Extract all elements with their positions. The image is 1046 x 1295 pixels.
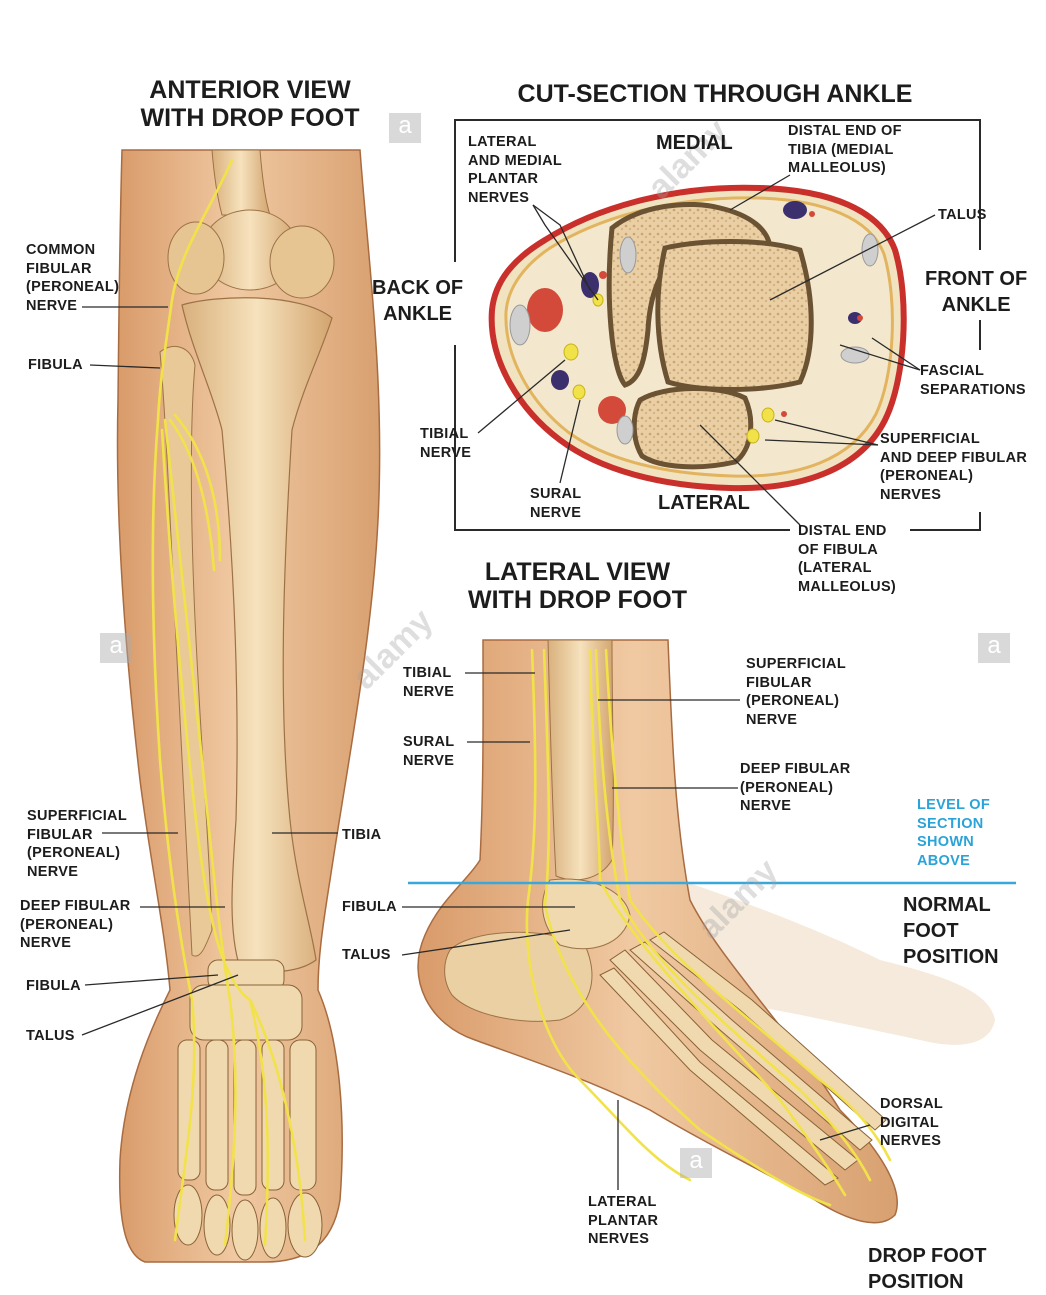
label-back-of-ankle: BACK OF ANKLE xyxy=(372,277,464,325)
label-sural-nerve-section: SURAL NERVE xyxy=(530,486,582,521)
label-fascial-separations: FASCIAL SEPARATIONS xyxy=(920,363,1026,398)
label-distal-tibia: DISTAL END OF TIBIA (MEDIAL MALLEOLUS) xyxy=(788,123,902,176)
anterior-nerves xyxy=(151,158,307,1247)
lateral-view-title: LATERAL VIEW WITH DROP FOOT xyxy=(468,558,687,614)
label-plantar-nerves: LATERAL AND MEDIAL PLANTAR NERVES xyxy=(468,134,563,206)
label-talus-section: TALUS xyxy=(938,207,987,223)
label-fibula-lower: FIBULA xyxy=(26,978,81,994)
label-common-fibular-nerve: COMMON FIBULAR (PERONEAL) NERVE xyxy=(26,242,120,314)
anterior-foot-bones xyxy=(173,959,323,1261)
label-distal-fibula: DISTAL END OF FIBULA (LATERAL MALLEOLUS) xyxy=(798,523,897,595)
leader-lines xyxy=(81,174,936,1190)
label-fibula-lateral: FIBULA xyxy=(342,899,397,915)
label-tibial-nerve-section: TIBIAL NERVE xyxy=(420,426,472,461)
lateral-nerves xyxy=(525,648,892,1207)
label-deep-fibular-nerve: DEEP FIBULAR (PERONEAL) NERVE xyxy=(20,898,131,951)
label-lateral: LATERAL xyxy=(658,492,750,514)
femoral-condyle-lateral xyxy=(167,221,225,295)
watermark-badge: a xyxy=(389,113,421,143)
section-talus xyxy=(655,239,814,392)
label-medial: MEDIAL xyxy=(656,132,733,154)
watermark-badge: a xyxy=(100,633,132,663)
section-nerves xyxy=(563,293,775,444)
label-normal-foot-position: NORMAL FOOT POSITION xyxy=(903,894,999,968)
label-lateral-plantar-nerves: LATERAL PLANTAR NERVES xyxy=(588,1194,659,1247)
label-sural-nerve-lateral: SURAL NERVE xyxy=(403,734,455,769)
section-vessels xyxy=(509,201,879,445)
label-superficial-deep-fibular-nerves: SUPERFICIAL AND DEEP FIBULAR (PERONEAL) … xyxy=(880,431,1028,503)
femoral-condyle-medial xyxy=(269,225,335,299)
label-tibia: TIBIA xyxy=(342,827,382,843)
label-fibula-upper: FIBULA xyxy=(28,357,83,373)
section-frame-bottom xyxy=(454,345,790,531)
lateral-tibia xyxy=(547,639,614,881)
label-dorsal-digital-nerves: DORSAL DIGITAL NERVES xyxy=(880,1096,944,1149)
cut-section xyxy=(454,119,981,531)
label-tibial-nerve-lateral: TIBIAL NERVE xyxy=(403,665,455,700)
watermark-badge: a xyxy=(978,633,1010,663)
label-deep-fibular-lateral: DEEP FIBULAR (PERONEAL) NERVE xyxy=(740,761,851,814)
section-fibula xyxy=(631,386,754,470)
cut-section-title: CUT-SECTION THROUGH ANKLE xyxy=(517,80,913,108)
label-talus-anterior: TALUS xyxy=(26,1028,75,1044)
section-frame-corner xyxy=(910,512,981,531)
label-front-of-ankle: FRONT OF ANKLE xyxy=(925,268,1028,316)
anterior-leg xyxy=(116,149,381,1263)
watermark-badge: a xyxy=(680,1148,712,1178)
lateral-calcaneus xyxy=(444,931,593,1022)
label-talus-lateral: TALUS xyxy=(342,947,391,963)
section-frame xyxy=(454,119,981,262)
tibia xyxy=(181,297,333,973)
label-superficial-fibular-nerve: SUPERFICIAL FIBULAR (PERONEAL) NERVE xyxy=(27,808,127,880)
label-superficial-fibular-lateral: SUPERFICIAL FIBULAR (PERONEAL) NERVE xyxy=(746,656,846,728)
anterior-view-title: ANTERIOR VIEW WITH DROP FOOT xyxy=(140,76,360,132)
lateral-foot xyxy=(408,639,1016,1224)
label-drop-foot-position: DROP FOOT POSITION xyxy=(868,1245,987,1293)
label-level-of-section: LEVEL OF SECTION SHOWN ABOVE xyxy=(917,797,991,869)
